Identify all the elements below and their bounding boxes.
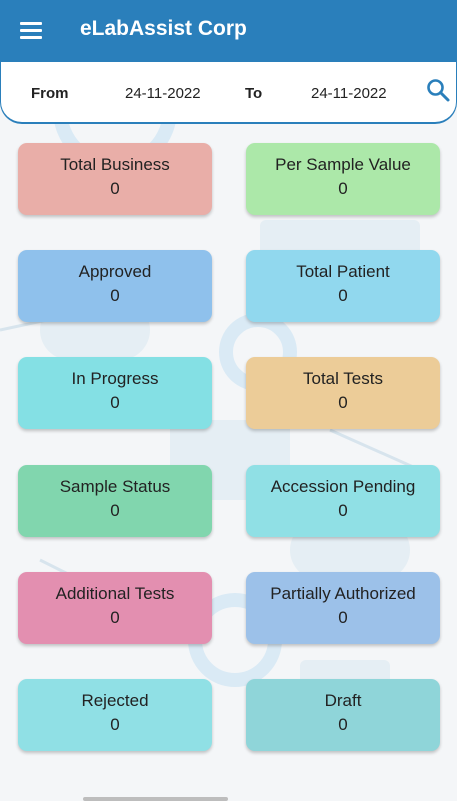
search-button[interactable] [425,77,455,107]
card-per-sample-value[interactable]: Per Sample Value 0 [246,143,440,215]
bottom-scroll-indicator [83,797,228,801]
card-approved[interactable]: Approved 0 [18,250,212,322]
card-total-business[interactable]: Total Business 0 [18,143,212,215]
to-date-field[interactable]: 24-11-2022 [311,85,387,102]
card-value: 0 [338,608,348,627]
card-title: Additional Tests [55,584,175,603]
hamburger-menu-icon-line [20,29,42,32]
card-title: Approved [78,262,152,281]
card-title: Draft [324,691,362,710]
date-filter-bar: From 24-11-2022 To 24-11-2022 [0,62,457,124]
from-label: From [31,85,69,102]
from-date-field[interactable]: 24-11-2022 [125,85,201,102]
card-total-tests[interactable]: Total Tests 0 [246,357,440,429]
card-value: 0 [338,179,348,198]
card-title: Accession Pending [270,477,416,496]
card-value: 0 [110,286,120,305]
search-icon [427,79,450,102]
card-value: 0 [110,393,120,412]
card-title: Partially Authorized [270,584,416,603]
to-label: To [245,85,263,102]
menu-button[interactable] [20,18,50,44]
hamburger-menu-icon-line [20,36,42,39]
card-value: 0 [110,501,120,520]
card-value: 0 [338,286,348,305]
card-in-progress[interactable]: In Progress 0 [18,357,212,429]
card-sample-status[interactable]: Sample Status 0 [18,465,212,537]
card-additional-tests[interactable]: Additional Tests 0 [18,572,212,644]
card-rejected[interactable]: Rejected 0 [18,679,212,751]
card-title: In Progress [71,369,159,388]
card-value: 0 [110,608,120,627]
app-bar: eLabAssist Corp [0,0,457,62]
card-accession-pending[interactable]: Accession Pending 0 [246,465,440,537]
card-total-patient[interactable]: Total Patient 0 [246,250,440,322]
card-title: Sample Status [59,477,171,496]
card-title: Per Sample Value [275,155,411,174]
app-title: eLabAssist Corp [80,17,247,40]
card-title: Total Business [60,155,170,174]
card-value: 0 [110,179,120,198]
card-value: 0 [338,715,348,734]
card-partially-authorized[interactable]: Partially Authorized 0 [246,572,440,644]
card-title: Rejected [81,691,149,710]
card-title: Total Tests [302,369,383,388]
card-value: 0 [338,393,348,412]
card-value: 0 [338,501,348,520]
card-draft[interactable]: Draft 0 [246,679,440,751]
card-value: 0 [110,715,120,734]
hamburger-menu-icon [20,22,42,25]
card-title: Total Patient [296,262,390,281]
